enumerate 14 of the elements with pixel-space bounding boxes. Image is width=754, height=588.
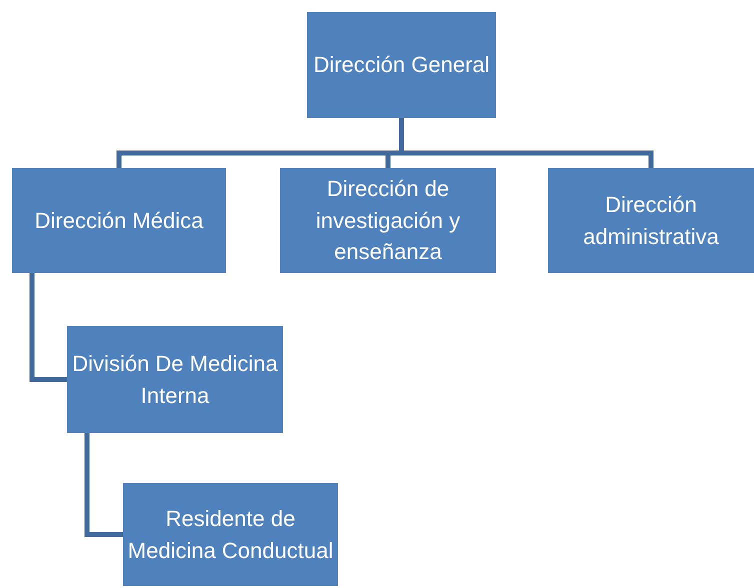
org-box: [307, 12, 496, 118]
box-label: Dirección Médica: [34, 206, 204, 235]
box-label: Dirección de investigación y enseñanza: [314, 174, 462, 266]
org-box: [12, 168, 226, 273]
org-box: [548, 168, 754, 273]
box-label: Residente de Medicina Conductual: [126, 504, 334, 564]
org-box: [67, 326, 283, 433]
connector-line: [84, 433, 123, 537]
box-label: Dirección administrativa: [582, 190, 720, 250]
box-label: Dirección General: [313, 51, 490, 80]
org-box: [280, 168, 496, 273]
box-label: División De Medicina Interna: [71, 350, 279, 410]
org-box: [123, 483, 338, 586]
connector-line: [30, 273, 67, 382]
